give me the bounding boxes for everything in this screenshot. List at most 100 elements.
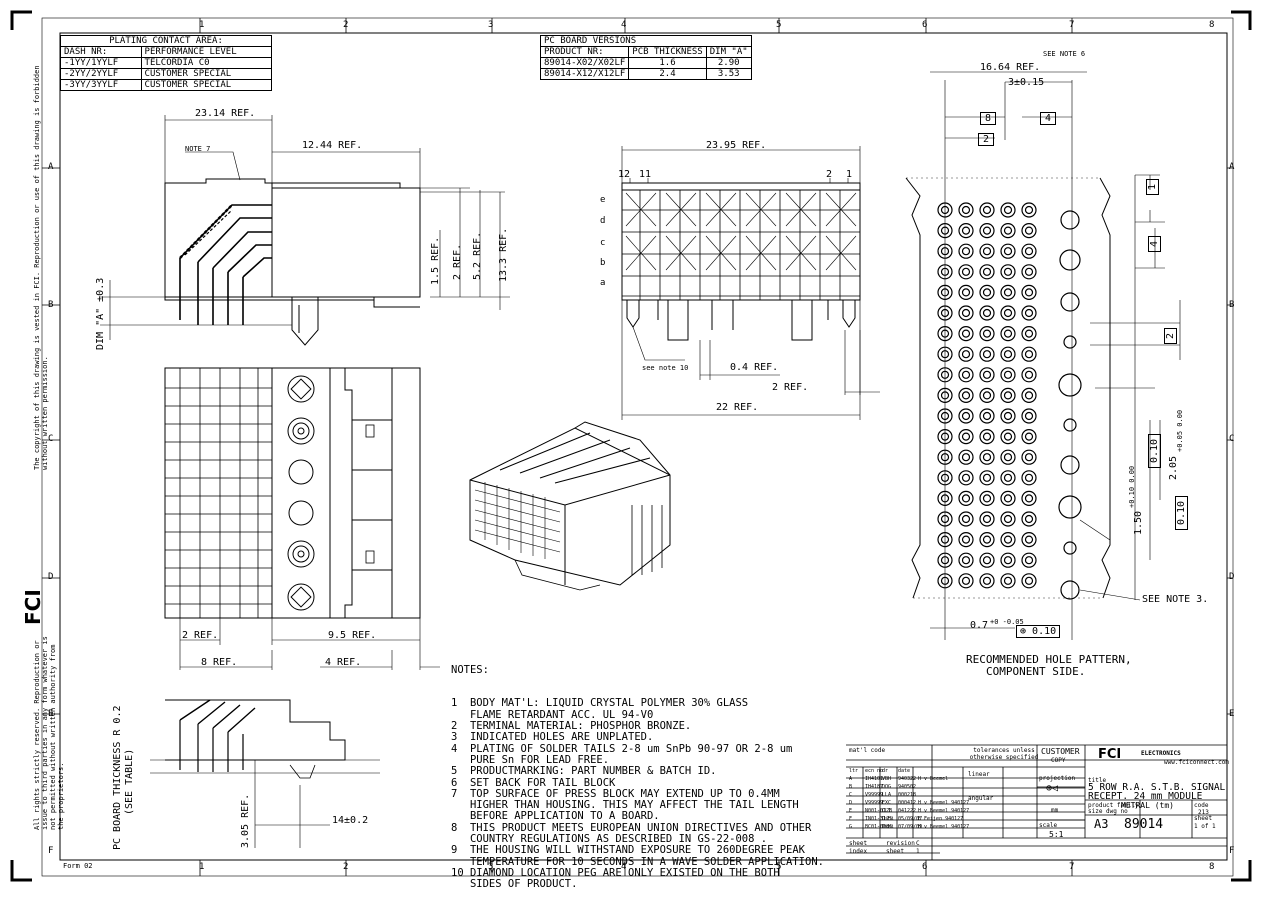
pcb-hole	[1021, 387, 1037, 403]
pcb-hole	[1000, 408, 1016, 424]
grid-row-label: C	[1229, 434, 1235, 444]
pcb-hole	[1021, 511, 1037, 527]
pcb-hole	[958, 367, 974, 383]
sheet-value: 1 of 1	[1194, 823, 1216, 830]
fci-logo-icon: FCI	[1098, 747, 1122, 762]
dim-label: 1.5 REF.	[430, 236, 441, 285]
pcb-hole	[958, 202, 974, 218]
revision-value: C	[916, 840, 920, 847]
plating-cell: -3YY/3YYLF	[60, 79, 142, 91]
pcb-hole	[937, 470, 953, 486]
row-label: a	[600, 278, 606, 288]
pcb-hole	[958, 346, 974, 362]
pcb-hole-inner	[961, 494, 971, 503]
pcb-hole	[1021, 243, 1037, 259]
pcb-hole-inner	[940, 576, 950, 585]
pcb-hole-inner	[940, 288, 950, 297]
dim-label: (SEE TABLE)	[124, 748, 135, 815]
pcb-hole	[1000, 387, 1016, 403]
grid-col-label: 2	[343, 20, 349, 30]
note-line: PURE Sn FOR LEAD FREE.	[451, 753, 610, 766]
fci-logo-icon: FCI	[21, 589, 45, 625]
company-website: www.fciconnect.com	[1164, 759, 1230, 766]
pcb-hole-inner	[961, 453, 971, 462]
peg-hole	[1063, 418, 1077, 432]
pcb-hole	[1000, 367, 1016, 383]
pcb-hole	[958, 429, 974, 445]
pcb-hole-inner	[961, 514, 971, 524]
pcb-hole	[958, 490, 974, 506]
pcb-hole-inner	[1024, 535, 1034, 544]
pcb-hole-inner	[940, 205, 950, 215]
pcb-hole	[979, 531, 995, 548]
pcb-hole	[958, 305, 974, 321]
pcb-hole-inner	[940, 473, 950, 482]
projection-label: projection	[1039, 775, 1076, 782]
grid-col-label: 6	[922, 20, 928, 30]
revision-cell: CLI	[882, 808, 892, 814]
dim-value: 0.10	[1032, 626, 1057, 637]
pcb-hole-inner	[1003, 350, 1013, 359]
pcb-hole-inner	[1003, 494, 1013, 503]
revision-cell: 940502	[898, 784, 917, 790]
pcb-hole-inner	[940, 494, 950, 503]
pcb-hole	[979, 470, 995, 486]
note-line: 2 TERMINAL MATERIAL: PHOSPHOR BRONZE.	[451, 720, 692, 733]
pcb-hole	[1000, 202, 1016, 218]
pcb-hole-inner	[940, 370, 950, 379]
grid-row-label: C	[48, 434, 54, 444]
pcb-hole-inner	[1003, 288, 1013, 297]
dim-label: 3±0.15	[1008, 77, 1045, 88]
pcb-hole-inner	[940, 329, 950, 338]
pcb-hole-inner	[961, 329, 971, 338]
peg-hole	[1058, 495, 1082, 519]
dim-box: 8	[980, 112, 997, 125]
pcb-hole-inner	[1003, 514, 1013, 524]
dwg-no-label: size dwg no	[1088, 808, 1128, 815]
pcb-hole	[1021, 573, 1037, 589]
pcb-hole-inner	[940, 247, 950, 256]
notes-block: NOTES: 1 BODY MAT'L: LIQUID CRYSTAL POLY…	[451, 642, 824, 902]
dim-box: 4	[1040, 112, 1057, 125]
pcb-cell: 89014-X02/X02LF	[539, 57, 630, 69]
pcb-hole	[958, 387, 974, 403]
grid-col-label: 1	[199, 20, 205, 30]
dim-label: 12.44 REF.	[302, 140, 363, 151]
pcb-hole	[937, 552, 953, 568]
pcb-hole-inner	[1003, 391, 1013, 400]
note-line: SIDES OF PRODUCT.	[451, 878, 578, 891]
pcb-hole	[1000, 552, 1016, 568]
pcb-hole-inner	[982, 267, 992, 276]
revision-cell: C	[849, 792, 853, 798]
pcb-hole	[1000, 490, 1016, 506]
notes-heading: NOTES:	[451, 663, 489, 676]
pcb-hole	[979, 326, 995, 342]
corner-mark	[1231, 10, 1252, 30]
pcb-hole-inner	[1003, 432, 1013, 441]
dim-label: +0 -0.05	[990, 618, 1024, 626]
company-name: ELECTRONICS	[1141, 750, 1181, 757]
pcb-hole-inner	[1024, 205, 1034, 215]
dim-label: 13.3 REF.	[498, 227, 509, 282]
row-label: d	[600, 216, 606, 226]
pcb-hole	[958, 243, 974, 259]
dim-box: 4	[1148, 235, 1161, 252]
revision-cell: H v Beemel 940127	[918, 800, 970, 806]
dim-label: 14±0.2	[332, 815, 369, 826]
pcb-hole-inner	[1024, 370, 1034, 379]
plating-cell: CUSTOMER SPECIAL	[140, 79, 273, 91]
revision-cell: LLA	[882, 792, 892, 798]
pcb-hole	[979, 429, 995, 445]
revision-cell: H v Beemel 940127	[918, 824, 970, 830]
revision-cell: V99999	[865, 792, 884, 798]
pcb-hole-inner	[940, 350, 950, 359]
pcb-hole-inner	[982, 494, 992, 503]
pcb-hole	[1021, 490, 1037, 506]
pcb-hole-inner	[940, 267, 950, 276]
grid-row-label: E	[48, 709, 54, 719]
pcb-hole-inner	[982, 453, 992, 462]
pcb-hole-inner	[1003, 205, 1013, 215]
pcb-hole	[1021, 346, 1037, 362]
pcb-hole	[1000, 429, 1016, 445]
inner-frame	[59, 32, 1228, 861]
